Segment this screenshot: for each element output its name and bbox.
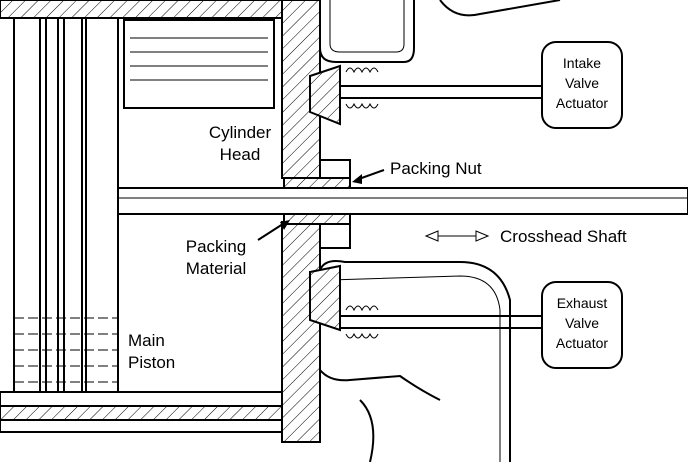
main-piston-label-2: Piston xyxy=(128,353,175,372)
cylinder-head-label-1: Cylinder xyxy=(209,123,272,142)
packing-material-arrow xyxy=(257,220,290,241)
exhaust-line-1: Exhaust xyxy=(557,295,608,311)
exhaust-valve-housing xyxy=(319,260,511,462)
intake-line-1: Intake xyxy=(563,55,601,71)
crosshead-direction-arrow xyxy=(424,230,490,242)
intake-valve-actuator-box: Intake Valve Actuator xyxy=(541,41,623,129)
cylinder-bottom-wall xyxy=(0,391,283,433)
intake-line-2: Valve xyxy=(565,75,599,91)
main-piston xyxy=(13,17,119,393)
packing-nut-label: Packing Nut xyxy=(390,159,482,178)
intake-line-3: Actuator xyxy=(556,95,608,111)
packing-material-label-1: Packing xyxy=(186,237,246,256)
main-piston-label-1: Main xyxy=(128,331,165,350)
crosshead-shaft xyxy=(117,187,688,215)
exhaust-line-3: Actuator xyxy=(556,335,608,351)
crosshead-shaft-label: Crosshead Shaft xyxy=(500,227,627,246)
cylinder-chamber xyxy=(123,19,275,109)
packing-material-label-2: Material xyxy=(186,259,246,278)
exhaust-valve-actuator-box: Exhaust Valve Actuator xyxy=(541,281,623,369)
cylinder-top-wall xyxy=(0,0,283,19)
cylinder-head-label-2: Head xyxy=(220,145,261,164)
exhaust-line-2: Valve xyxy=(565,315,599,331)
packing-nut-arrow xyxy=(352,169,385,184)
